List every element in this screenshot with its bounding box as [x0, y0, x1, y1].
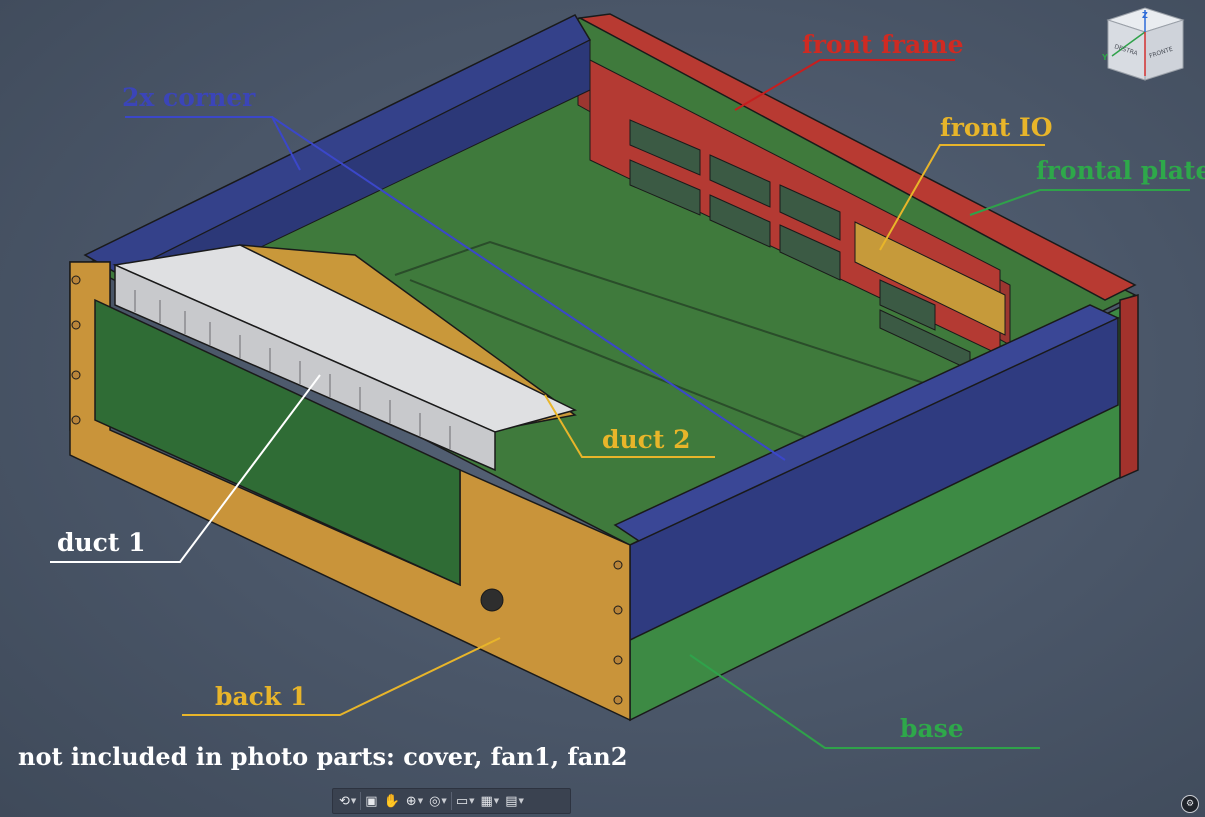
display-settings-icon[interactable]: ▭▼	[455, 793, 475, 809]
label-corner: 2x corner	[122, 83, 256, 112]
navigation-toolbar: ⟲▼ ▣ ✋ ⊕▼ ◎▼ ▭▼ ▦▼ ▤▼	[332, 788, 571, 814]
viewcube-y-label: Y	[1101, 53, 1108, 62]
base-floor-line	[409, 279, 851, 456]
leader-base	[689, 654, 1040, 749]
label-base: base	[900, 714, 964, 743]
viewports-icon[interactable]: ▤▼	[505, 793, 524, 809]
back1-screws	[71, 275, 623, 705]
orbit-icon[interactable]: ⟲▼	[339, 793, 357, 809]
toolbar-separator	[450, 792, 452, 810]
front-panel-vents	[629, 119, 971, 371]
grid-icon[interactable]: ▦▼	[480, 793, 500, 809]
duct1-fins	[134, 290, 451, 449]
fit-icon[interactable]: ◎▼	[429, 793, 447, 809]
leader-duct2	[544, 394, 715, 458]
back1-window	[94, 298, 461, 587]
pan-icon[interactable]: ✋	[383, 793, 400, 809]
front-io	[854, 221, 1006, 336]
label-back1: back 1	[215, 682, 308, 711]
toolbar-separator	[360, 792, 362, 810]
label-front-io: front IO	[940, 113, 1053, 142]
viewcube-y-axis	[1111, 31, 1146, 57]
label-duct2: duct 2	[602, 425, 691, 454]
viewcube-z-label: Z	[1142, 11, 1148, 20]
viewcube[interactable]: Z Y DESTRA FRONTE	[1098, 6, 1193, 84]
leader-back1	[182, 637, 501, 716]
label-frontal-plate: frontal plate	[1036, 156, 1205, 185]
back1-hole	[480, 588, 504, 612]
leader-duct1	[50, 374, 321, 563]
front-frame-top	[577, 13, 1137, 301]
leader-corner-2	[271, 116, 786, 461]
label-front-frame: front frame	[802, 30, 964, 59]
viewport-corner-icon[interactable]: ⚙	[1181, 795, 1199, 813]
duct1-front	[114, 263, 496, 472]
label-duct1: duct 1	[57, 528, 146, 557]
zoom-icon[interactable]: ⊕▼	[405, 793, 424, 809]
leader-front-frame	[734, 59, 955, 111]
front-frame-side	[1119, 294, 1139, 480]
leader-lines	[50, 59, 1190, 749]
look-at-icon[interactable]: ▣	[365, 793, 378, 809]
leader-frontal-plate	[969, 189, 1190, 216]
leader-front-io	[879, 144, 1045, 251]
base-floor-slot	[394, 240, 931, 386]
note-text: not included in photo parts: cover, fan1…	[18, 742, 628, 771]
